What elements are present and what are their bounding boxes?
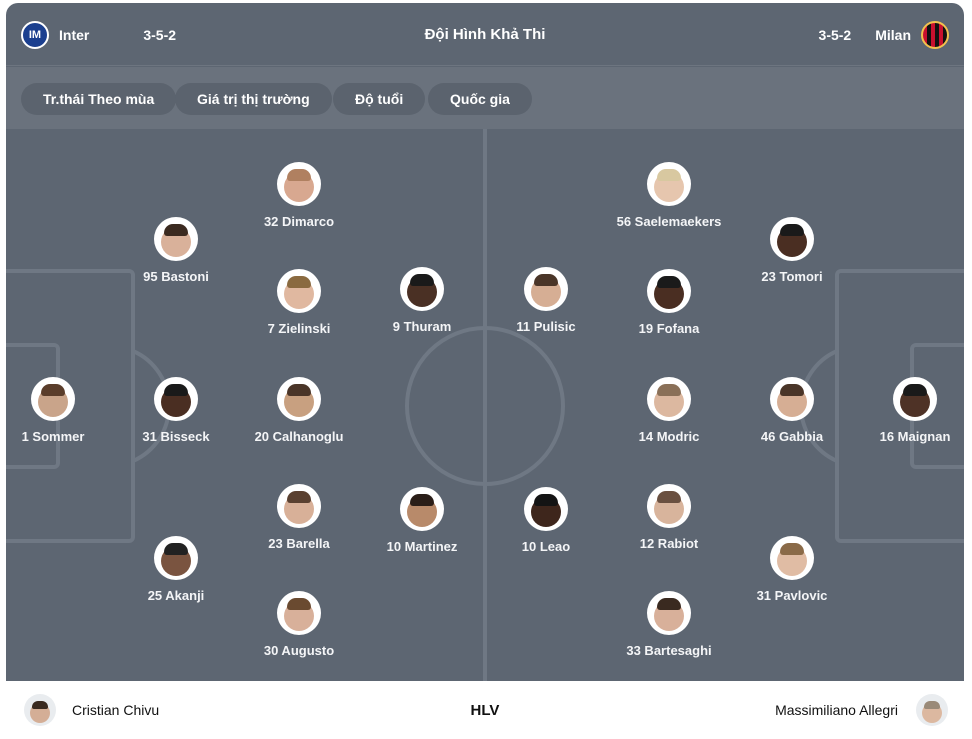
- player-label: 23 Tomori: [761, 269, 823, 284]
- player-label: 12 Rabiot: [639, 536, 699, 551]
- player-gabbia[interactable]: 46 Gabbia: [717, 377, 867, 444]
- player-label: 31 Pavlovic: [756, 588, 828, 603]
- player-label: 11 Pulisic: [516, 319, 576, 334]
- player-photo: [647, 269, 691, 313]
- home-formation: 3-5-2: [143, 26, 177, 43]
- coach-bar: Cristian Chivu HLV Massimiliano Allegri: [6, 681, 964, 739]
- coach-label: HLV: [470, 702, 500, 719]
- player-label: 33 Bartesaghi: [626, 643, 712, 658]
- home-team[interactable]: IM Inter 3-5-2: [21, 3, 176, 66]
- player-thuram[interactable]: 9 Thuram: [347, 267, 497, 334]
- player-photo: [647, 484, 691, 528]
- chip-age[interactable]: Độ tuổi: [333, 83, 426, 115]
- coach-photo: [916, 694, 948, 726]
- player-photo: [277, 162, 321, 206]
- player-label: 23 Barella: [268, 536, 330, 551]
- player-photo: [524, 267, 568, 311]
- player-zielinski[interactable]: 7 Zielinski: [224, 269, 374, 336]
- player-saelemaekers[interactable]: 56 Saelemaekers: [594, 162, 744, 229]
- player-photo: [400, 267, 444, 311]
- home-coach-name: Cristian Chivu: [72, 702, 160, 718]
- player-rabiot[interactable]: 12 Rabiot: [594, 484, 744, 551]
- player-label: 95 Bastoni: [143, 269, 209, 284]
- player-pulisic[interactable]: 11 Pulisic: [471, 267, 621, 334]
- player-bastoni[interactable]: 95 Bastoni: [101, 217, 251, 284]
- player-leao[interactable]: 10 Leao: [471, 487, 621, 554]
- away-team[interactable]: 3-5-2 Milan: [819, 3, 949, 66]
- player-label: 14 Modric: [638, 429, 700, 444]
- away-team-name: Milan: [875, 26, 911, 43]
- player-label: 19 Fofana: [638, 321, 700, 336]
- away-coach[interactable]: Massimiliano Allegri: [775, 681, 948, 739]
- player-bisseck[interactable]: 31 Bisseck: [101, 377, 251, 444]
- player-dimarco[interactable]: 32 Dimarco: [224, 162, 374, 229]
- lineup-header: IM Inter 3-5-2 Đội Hình Khả Thi 3-5-2 Mi…: [6, 3, 964, 66]
- player-photo: [400, 487, 444, 531]
- filter-chip-bar: Tr.thái Theo mùa Giá trị thị trường Độ t…: [6, 67, 964, 129]
- away-coach-name: Massimiliano Allegri: [775, 702, 898, 718]
- player-augusto[interactable]: 30 Augusto: [224, 591, 374, 658]
- player-label: 30 Augusto: [263, 643, 335, 658]
- player-label: 46 Gabbia: [760, 429, 824, 444]
- chip-season-status[interactable]: Tr.thái Theo mùa: [21, 83, 177, 115]
- milan-crest-icon: [921, 20, 949, 49]
- player-photo: [277, 269, 321, 313]
- player-sommer[interactable]: 1 Sommer: [6, 377, 128, 444]
- chip-market-value[interactable]: Giá trị thị trường: [175, 83, 332, 115]
- player-fofana[interactable]: 19 Fofana: [594, 269, 744, 336]
- player-label: 32 Dimarco: [263, 214, 335, 229]
- player-label: 10 Leao: [521, 539, 571, 554]
- player-maignan[interactable]: 16 Maignan: [840, 377, 964, 444]
- home-coach[interactable]: Cristian Chivu: [24, 681, 159, 739]
- player-label: 9 Thuram: [392, 319, 452, 334]
- player-label: 20 Calhanoglu: [254, 429, 344, 444]
- player-photo: [154, 217, 198, 261]
- player-photo: [154, 377, 198, 421]
- player-calhanoglu[interactable]: 20 Calhanoglu: [224, 377, 374, 444]
- player-photo: [770, 377, 814, 421]
- chip-nationality[interactable]: Quốc gia: [428, 83, 532, 115]
- player-photo: [770, 536, 814, 580]
- player-label: 31 Bisseck: [142, 429, 210, 444]
- player-photo: [647, 162, 691, 206]
- player-pavlovic[interactable]: 31 Pavlovic: [717, 536, 867, 603]
- player-label: 56 Saelemaekers: [616, 214, 722, 229]
- player-label: 25 Akanji: [147, 588, 205, 603]
- player-photo: [893, 377, 937, 421]
- pitch: 1 Sommer 95 Bastoni 31 Bisseck 25 Akanji…: [6, 129, 964, 681]
- player-photo: [647, 377, 691, 421]
- lineup-title: Đội Hình Khả Thi: [424, 26, 546, 43]
- away-formation: 3-5-2: [818, 26, 852, 43]
- lineup-card: IM Inter 3-5-2 Đội Hình Khả Thi 3-5-2 Mi…: [6, 3, 964, 739]
- player-photo: [154, 536, 198, 580]
- player-photo: [277, 591, 321, 635]
- player-akanji[interactable]: 25 Akanji: [101, 536, 251, 603]
- player-bartesaghi[interactable]: 33 Bartesaghi: [594, 591, 744, 658]
- player-martinez[interactable]: 10 Martinez: [347, 487, 497, 554]
- player-label: 1 Sommer: [21, 429, 85, 444]
- player-photo: [770, 217, 814, 261]
- player-label: 7 Zielinski: [267, 321, 331, 336]
- player-photo: [524, 487, 568, 531]
- player-label: 16 Maignan: [879, 429, 951, 444]
- inter-crest-icon: IM: [21, 20, 49, 49]
- player-photo: [31, 377, 75, 421]
- coach-photo: [24, 694, 56, 726]
- player-photo: [277, 484, 321, 528]
- player-modric[interactable]: 14 Modric: [594, 377, 744, 444]
- player-photo: [277, 377, 321, 421]
- player-barella[interactable]: 23 Barella: [224, 484, 374, 551]
- player-tomori[interactable]: 23 Tomori: [717, 217, 867, 284]
- player-photo: [647, 591, 691, 635]
- player-label: 10 Martinez: [386, 539, 458, 554]
- home-team-name: Inter: [59, 26, 90, 43]
